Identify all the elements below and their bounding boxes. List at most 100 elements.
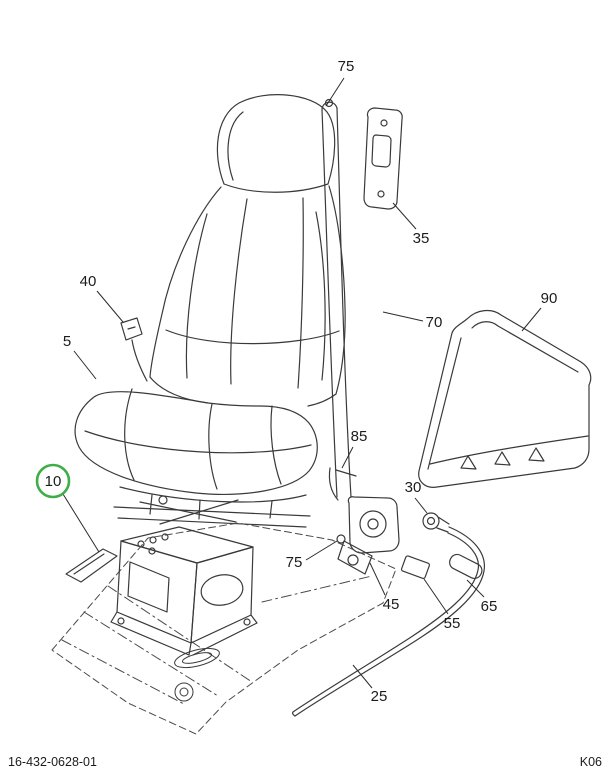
floor-rib-line xyxy=(83,611,219,697)
cable-sleeve xyxy=(449,553,483,580)
backrest-bolster-left xyxy=(185,213,208,379)
floor-grommet xyxy=(174,682,194,702)
pedestal-flange xyxy=(110,611,192,656)
callout-40: 40 xyxy=(80,273,97,290)
scissor-link xyxy=(139,501,237,523)
seat-rail xyxy=(117,517,307,528)
pedestal-flange xyxy=(192,614,258,656)
scissor-link xyxy=(159,499,239,525)
leader-40 xyxy=(96,290,124,323)
buckle-slot xyxy=(127,326,136,330)
callout-25: 25 xyxy=(371,688,388,705)
floor-perimeter xyxy=(51,522,397,735)
pedestal-left-face xyxy=(116,540,198,644)
callout-35: 35 xyxy=(413,230,430,247)
retractor-bracket xyxy=(337,540,373,575)
leader-75-top xyxy=(325,77,345,107)
bracket-outline xyxy=(418,309,592,488)
bracket-triangle-hole xyxy=(528,447,545,462)
frame-post xyxy=(269,500,273,519)
anchor-plate-hole xyxy=(377,190,385,198)
adjuster-knob xyxy=(158,495,168,505)
leader-70 xyxy=(382,311,424,322)
cushion-seam-line xyxy=(124,388,135,481)
belt-webbing-left xyxy=(321,109,338,498)
callout-90: 90 xyxy=(541,290,558,307)
anchor-plate-slot xyxy=(371,134,392,168)
pedestal-front-opening xyxy=(127,561,170,613)
pedestal-top-face xyxy=(120,526,254,564)
backrest-lumbar-seam xyxy=(165,329,340,345)
leader-30 xyxy=(414,497,428,514)
leader-10 xyxy=(62,493,100,553)
callout-10-highlighted: 10 xyxy=(35,463,71,499)
pedestal-hole xyxy=(148,547,156,555)
connector-ring xyxy=(422,512,440,530)
backrest-seam-line xyxy=(230,198,248,385)
highlight-circle xyxy=(35,463,71,499)
pedestal-side-opening xyxy=(200,574,244,606)
bracket-fold-line xyxy=(429,435,589,465)
pedestal-hole xyxy=(137,540,145,548)
bracket-drawing xyxy=(418,309,592,488)
backrest-left-edge xyxy=(149,186,222,378)
footer-doc-number: 16-432-0628-01 xyxy=(8,755,97,769)
bracket-triangle-hole xyxy=(460,455,477,470)
cable-line xyxy=(294,526,485,717)
backrest-right-edge xyxy=(328,185,346,395)
bracket-left-inner xyxy=(427,337,462,470)
retractor-bolt xyxy=(336,534,346,544)
cushion-outline xyxy=(74,391,318,495)
backrest-bolster-right xyxy=(315,211,326,381)
retractor-spool xyxy=(359,510,387,538)
seat-rail xyxy=(113,506,311,517)
callout-30: 30 xyxy=(405,479,422,496)
headrest-outline xyxy=(216,94,336,193)
callout-70: 70 xyxy=(426,314,443,331)
floor-rib-line xyxy=(261,575,373,603)
callout-labels: 75 35 40 5 70 90 85 10 75 45 30 55 65 25 xyxy=(35,58,558,705)
leader-75-lower xyxy=(305,540,338,561)
leader-25 xyxy=(352,664,373,689)
cable-clip xyxy=(400,555,430,580)
headrest-seam-line xyxy=(227,111,244,181)
floor-slot xyxy=(174,647,220,669)
seat-belt-drawing xyxy=(321,98,403,575)
callout-5: 5 xyxy=(63,333,71,350)
retractor-bracket-hole xyxy=(347,554,359,566)
bracket-triangle-hole xyxy=(494,451,511,466)
cushion-seam-line xyxy=(270,405,282,485)
callout-85: 85 xyxy=(351,428,368,445)
callout-65: 65 xyxy=(481,598,498,615)
callout-55: 55 xyxy=(444,615,461,632)
backrest-bottom-left xyxy=(149,376,209,404)
buckle-head xyxy=(120,317,143,341)
leader-35 xyxy=(392,202,417,230)
flange-bolt xyxy=(117,617,125,625)
cable-drawing xyxy=(292,512,485,717)
leader-5 xyxy=(73,350,97,380)
bracket-tube-inner xyxy=(471,321,579,373)
callout-45: 45 xyxy=(383,596,400,613)
leader-lines xyxy=(62,77,542,689)
anchor-plate-hole xyxy=(380,119,388,127)
floor-panel-drawing xyxy=(51,522,397,735)
leader-90 xyxy=(521,307,542,332)
connector-shell xyxy=(437,516,450,525)
seat-drawing xyxy=(74,94,346,528)
cable-end-cap xyxy=(292,711,296,717)
callout-75-top: 75 xyxy=(338,58,355,75)
connector-pin xyxy=(426,516,436,526)
flange-bolt xyxy=(243,618,251,626)
cushion-seam-line xyxy=(208,403,218,490)
floor-slot-inner xyxy=(181,652,213,664)
floor-rib-line xyxy=(61,639,185,705)
left-bracket-inner xyxy=(73,553,105,575)
pedestal-hole xyxy=(161,533,169,541)
leader-65 xyxy=(466,579,485,598)
footer-page-code: K06 xyxy=(580,755,602,769)
pedestal-hole xyxy=(149,536,157,544)
lower-belt-guide xyxy=(335,469,357,477)
lower-belt-guide xyxy=(328,467,339,501)
